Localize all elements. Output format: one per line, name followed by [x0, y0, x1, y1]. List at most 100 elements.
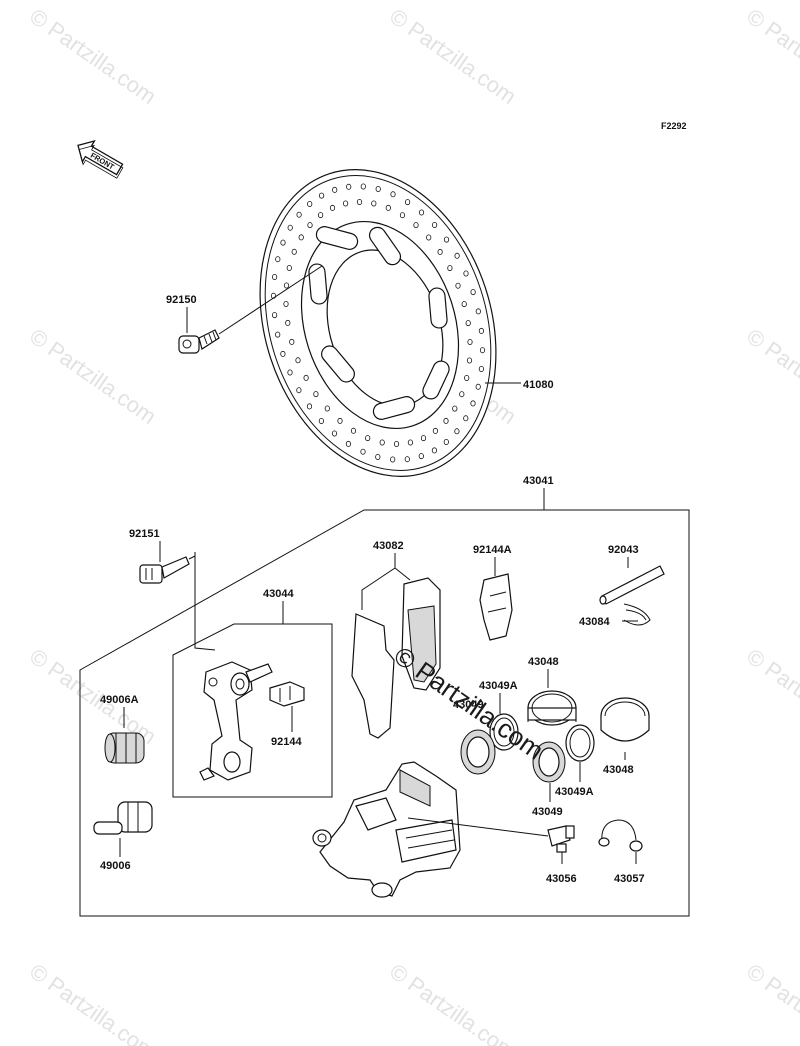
disc-vent-hole: [407, 439, 413, 446]
pin-boot-49006A: [104, 732, 145, 764]
disc-vent-hole: [342, 200, 349, 207]
disc-vent-hole: [465, 320, 471, 327]
disc-vent-hole: [337, 417, 343, 424]
bleeder-cap-43057: [598, 819, 643, 852]
disc-vent-hole: [375, 185, 381, 192]
disc-vent-hole: [307, 200, 313, 207]
disc-vent-hole: [313, 391, 319, 398]
part-label-43044: 43044: [263, 588, 294, 600]
bleeder-valve-43056: [547, 825, 575, 853]
disc-vent-hole: [271, 273, 278, 280]
disc-vent-hole: [399, 212, 406, 219]
disc-vent-hole: [271, 312, 278, 319]
part-label-43082: 43082: [373, 540, 404, 552]
disc-vent-hole: [329, 204, 336, 211]
part-label-92144A: 92144A: [473, 544, 512, 556]
part-label-43048-top: 43048: [528, 656, 559, 668]
disc-vent-hole: [289, 338, 295, 345]
watermark-text: © Partzilla.com: [25, 324, 161, 430]
disc-vent-hole: [443, 236, 450, 243]
part-label-43048-right: 43048: [603, 764, 634, 776]
disc-vent-hole: [360, 448, 366, 455]
watermark-text: © Partzilla.com: [742, 959, 800, 1046]
disc-vent-hole: [280, 239, 286, 246]
disc-vent-hole: [464, 374, 470, 381]
watermark-text: © Partzilla.com: [25, 959, 161, 1046]
part-label-43049A-top: 43049A: [479, 680, 518, 692]
part-label-43049-bottom: 43049: [532, 806, 563, 818]
watermark-text: © Partzilla.com: [385, 4, 521, 110]
disc-vent-hole: [365, 435, 371, 442]
disc-vent-hole: [426, 234, 432, 241]
disc-vent-hole: [275, 331, 281, 338]
disc-vent-hole: [275, 256, 281, 263]
part-label-43041: 43041: [523, 475, 554, 487]
background-watermarks: © Partzilla.com © Partzilla.com © Partzi…: [25, 4, 800, 1046]
disc-vent-hole: [287, 224, 293, 231]
caliper-bracket-43044: [199, 661, 273, 781]
brake-disc-41080: [259, 169, 497, 477]
disc-vent-hole: [447, 265, 453, 272]
pin-clip-43084: [623, 603, 651, 626]
disc-vent-hole: [475, 383, 481, 390]
part-label-41080: 41080: [523, 379, 554, 391]
disc-vent-hole: [467, 338, 473, 345]
disc-vent-hole: [404, 199, 411, 206]
disc-vent-hole: [454, 428, 460, 435]
part-label-49006: 49006: [100, 860, 131, 872]
disc-vent-hole: [379, 439, 385, 446]
pad-pin-92043: [599, 565, 665, 605]
disc-vent-hole: [350, 427, 357, 434]
disc-vent-hole: [285, 319, 291, 326]
disc-vent-hole: [296, 387, 302, 394]
disc-vent-hole: [454, 252, 460, 259]
disc-vent-hole: [413, 222, 419, 229]
disc-vent-hole: [420, 435, 427, 442]
disc-vent-hole: [431, 221, 438, 228]
piston-43048-right: [600, 697, 650, 742]
disc-vent-hole: [280, 350, 286, 357]
disc-vent-hole: [455, 282, 461, 289]
dust-seal-43049A-top: [489, 713, 519, 751]
part-label-43056: 43056: [546, 873, 577, 885]
disc-vent-hole: [466, 357, 473, 364]
disc-vent-hole: [346, 183, 352, 190]
disc-vent-hole: [317, 212, 324, 219]
disc-vent-hole: [385, 204, 391, 211]
disc-vent-hole: [437, 248, 443, 255]
part-label-92151: 92151: [129, 528, 160, 540]
disc-vent-hole: [432, 427, 438, 434]
piston-seal-43049-bottom: [532, 741, 566, 783]
disc-vent-hole: [463, 415, 469, 422]
disc-vent-hole: [478, 327, 484, 334]
disc-vent-hole: [459, 391, 465, 398]
disc-vent-hole: [475, 308, 481, 315]
disc-vent-hole: [443, 417, 449, 424]
disc-vent-hole: [360, 183, 366, 190]
disc-vent-hole: [461, 301, 467, 308]
disc-vent-hole: [307, 222, 313, 229]
disc-vent-hole: [318, 417, 324, 424]
caliper-body: [312, 761, 461, 898]
disc-vent-hole: [390, 456, 396, 463]
anti-rattle-spring-92144A: [479, 573, 513, 641]
part-label-43049A-right: 43049A: [555, 786, 594, 798]
disc-vent-hole: [332, 186, 338, 193]
bracket-bolt-92151: [139, 552, 216, 651]
caliper-assembly-outline: [79, 509, 690, 917]
disc-vent-hole: [296, 211, 302, 218]
disc-vent-hole: [478, 365, 484, 372]
disc-vent-hole: [318, 192, 325, 199]
watermark-text: © Partzilla.com: [742, 644, 800, 750]
disc-vent-hole: [470, 289, 476, 296]
front-arrow-icon: FRONT: [77, 139, 124, 179]
part-label-92144: 92144: [271, 736, 302, 748]
disc-vent-hole: [286, 264, 292, 271]
disc-vent-hole: [431, 447, 437, 454]
watermark-text: © Partzilla.com: [25, 644, 161, 750]
disc-vent-hole: [470, 400, 476, 407]
disc-vent-hole: [298, 234, 304, 241]
disc-vent-hole: [452, 405, 458, 412]
dust-seal-43049A-right: [565, 724, 595, 762]
